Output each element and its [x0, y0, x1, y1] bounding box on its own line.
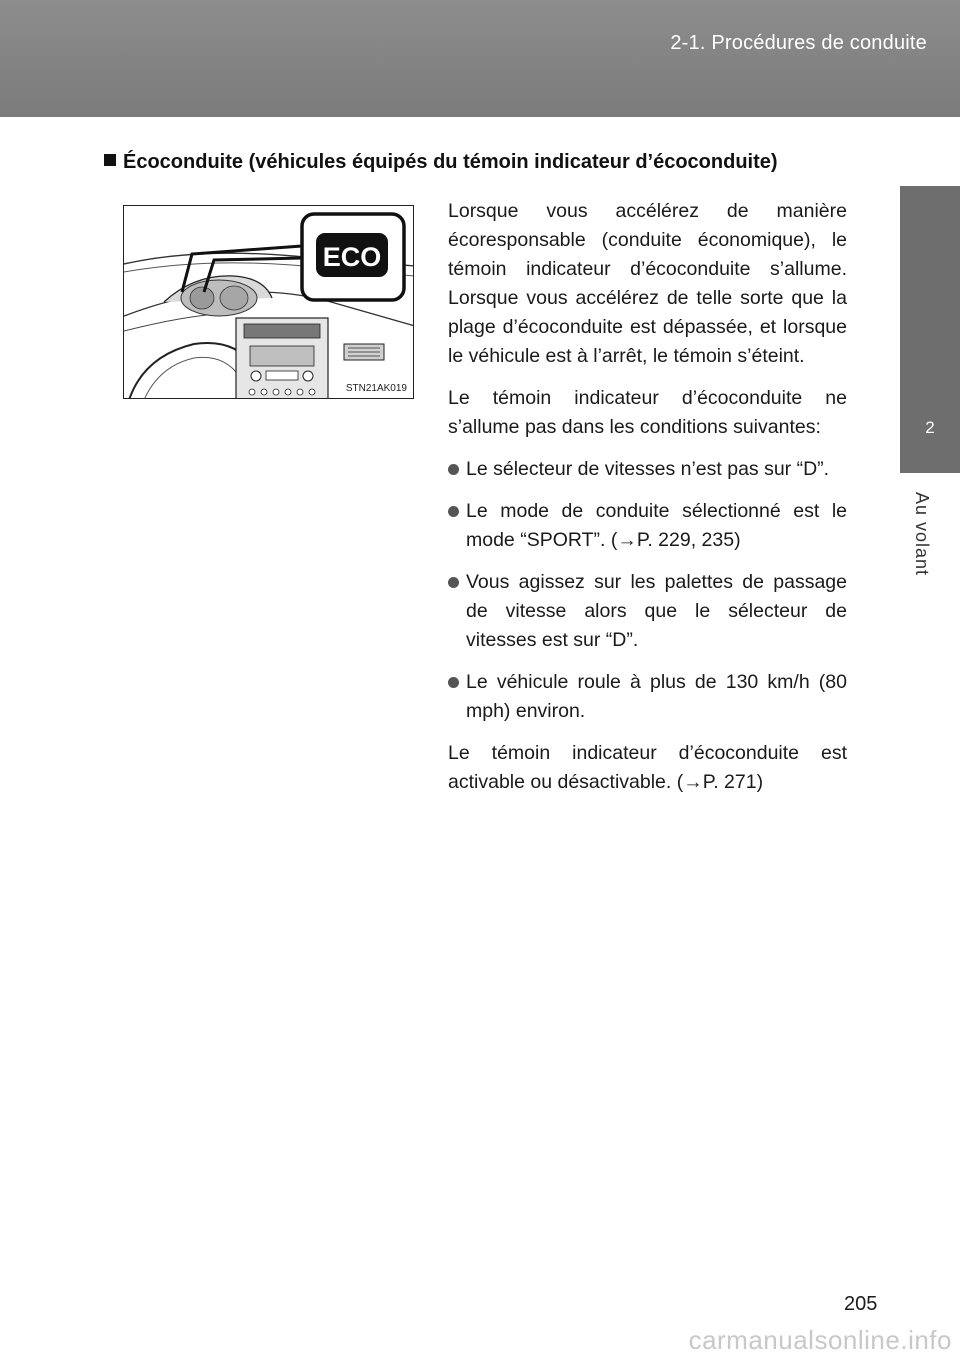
square-bullet-icon [104, 154, 116, 166]
bullet-dot-icon [448, 577, 459, 588]
eco-badge-text: ECO [323, 242, 382, 272]
list-item: Le sélecteur de vitesses n’est pas sur “… [448, 455, 847, 484]
paragraph-conditions: Le témoin indicateur d’écoconduite ne s’… [448, 387, 847, 438]
dashboard-illustration: ECO STN21AK019 [123, 205, 414, 399]
bullet-dot-icon [448, 464, 459, 475]
list-item: Le véhicule roule à plus de 130 km/h (80… [448, 668, 847, 726]
section-heading: Écoconduite (véhicules équipés du témoin… [104, 151, 778, 174]
chapter-title: 2-1. Procédures de conduite [670, 32, 927, 54]
footer-watermark: carmanualsonline.info [688, 1325, 952, 1355]
list-item-text: Vous agissez sur les palettes de passage… [466, 571, 847, 651]
content-body: Lorsque vous accélérez de manière écores… [448, 197, 847, 810]
paragraph-intro: Lorsque vous accélérez de manière écores… [448, 200, 847, 367]
list-item: Vous agissez sur les palettes de passage… [448, 568, 847, 655]
section-heading-text: Écoconduite (véhicules équipés du témoin… [123, 151, 778, 173]
list-item-text: Le mode de conduite sélectionné est le m… [466, 500, 847, 551]
header-bar: 2-1. Procédures de conduite [0, 0, 960, 117]
page-number: 205 [844, 1293, 878, 1315]
paragraph-toggle: Le témoin indicateur d’écoconduite est a… [448, 742, 847, 793]
side-tab-spacer [900, 117, 960, 186]
figure-code: STN21AK019 [345, 383, 407, 394]
chapter-number: 2 [925, 418, 935, 437]
chapter-label: Au volant [912, 492, 932, 577]
dashboard-drawing: ECO [124, 212, 413, 398]
list-item-text: Le véhicule roule à plus de 130 km/h (80… [466, 671, 847, 722]
bullet-dot-icon [448, 677, 459, 688]
bullet-dot-icon [448, 506, 459, 517]
list-item: Le mode de conduite sélectionné est le m… [448, 497, 847, 555]
side-chapter-tab: 2 [900, 186, 960, 473]
list-item-text: Le sélecteur de vitesses n’est pas sur “… [466, 458, 830, 480]
